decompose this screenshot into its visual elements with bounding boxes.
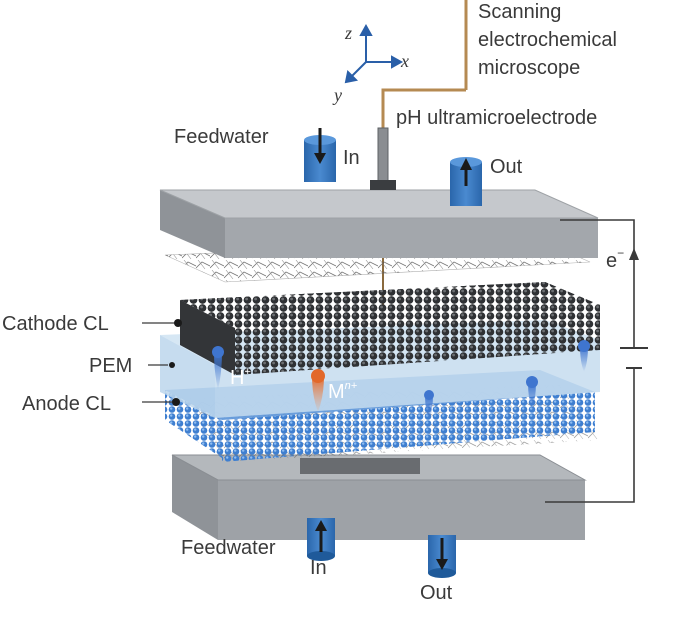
pem-label: PEM: [89, 355, 133, 377]
axis-x-label: x: [401, 51, 409, 71]
in-top-label: In: [343, 147, 360, 169]
bottom-out-port: [428, 535, 456, 578]
microscope-label-line3: microscope: [478, 57, 581, 79]
electron-label: e−: [606, 246, 625, 272]
electron-arrow: [629, 248, 639, 260]
label-leaders: [142, 322, 176, 403]
probe-window: [370, 180, 396, 190]
top-plate: [159, 180, 599, 258]
axis-z-label: z: [345, 23, 353, 43]
metal-ion-label: Mn+: [328, 380, 358, 403]
microscope-label-line2: electrochemical: [478, 29, 617, 51]
anode-cl-label: Anode CL: [22, 393, 111, 415]
proton-droplet-3: [526, 376, 538, 412]
anode-leader-dot: [172, 398, 180, 406]
probe-label: pH ultramicroelectrode: [396, 107, 598, 129]
external-circuit: [545, 219, 648, 503]
top-in-port: [304, 128, 336, 182]
cathode-leader-dot: [174, 319, 182, 327]
electron-charge: −: [617, 246, 625, 260]
pem-leader-dot: [169, 362, 175, 368]
proton-charge: +: [244, 366, 251, 378]
metal-ion-droplet: [311, 369, 325, 412]
axis-y-label: y: [334, 85, 342, 105]
proton-droplet-2: [424, 390, 434, 422]
bottom-in-port: [307, 518, 335, 561]
in-bottom-label: In: [310, 557, 327, 579]
proton-droplet-1: [212, 346, 224, 390]
feedwater-top-label: Feedwater: [174, 126, 269, 148]
membrane-electrode-assembly: [160, 282, 600, 462]
feedwater-bottom-label: Feedwater: [181, 537, 276, 559]
out-bottom-label: Out: [420, 582, 453, 604]
metal-ion-charge: n+: [344, 380, 358, 392]
proton-droplet-4: [578, 340, 590, 372]
top-out-port: [450, 157, 482, 206]
out-top-label: Out: [490, 156, 523, 178]
cathode-cl-label: Cathode CL: [2, 313, 109, 335]
bottom-plate: [171, 454, 587, 540]
proton-label: H+: [230, 366, 251, 389]
microscope-label-line1: Scanning: [478, 1, 562, 23]
probe-shaft: [377, 127, 389, 187]
coordinate-axes: [344, 23, 404, 84]
flow-field: [300, 458, 420, 474]
